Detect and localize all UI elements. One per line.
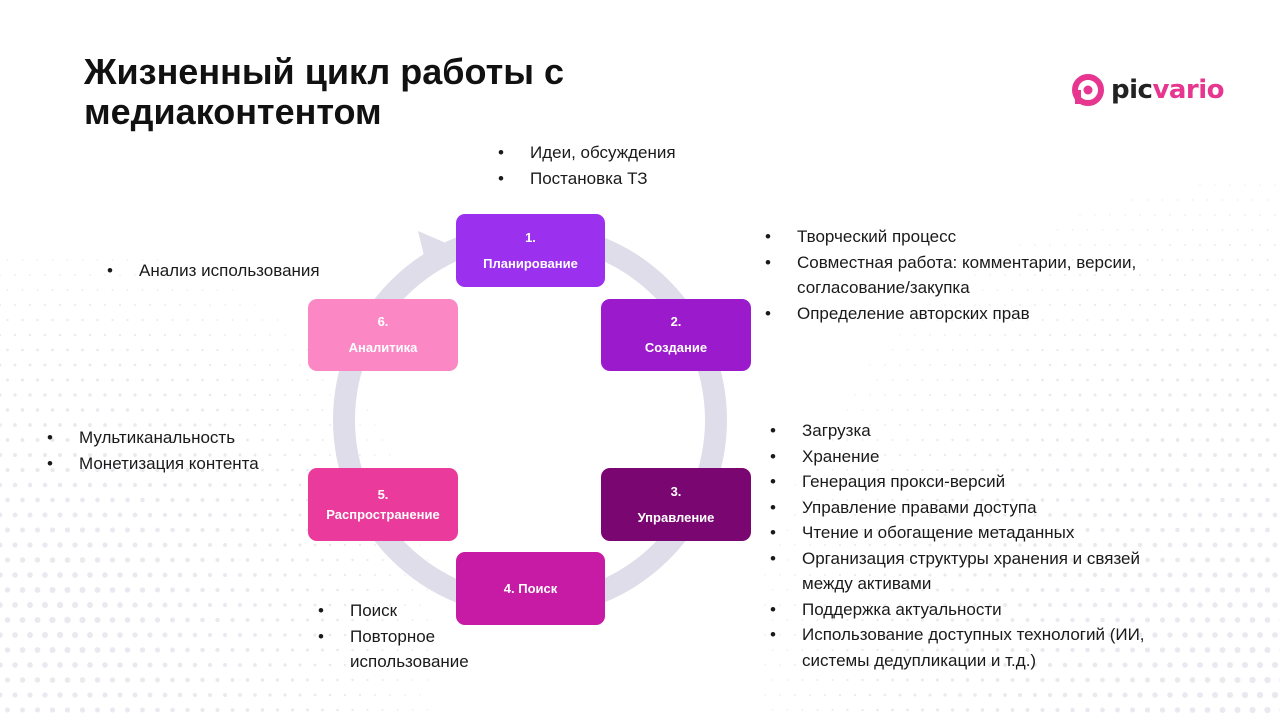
logo-text-vario: vario [1152,75,1225,105]
stage-6-number: 6. [377,314,389,329]
stage-3-notes: Загрузка Хранение Генерация прокси-верси… [770,418,1170,673]
cycle-arrowhead-icon [418,231,453,272]
stage-3-label: Управление [637,509,715,525]
list-item: Постановка ТЗ [498,166,676,192]
list-item: Поддержка актуальности [770,597,1170,623]
stage-5-distribution: 5. Распространение [308,468,458,541]
stage-6-notes: Анализ использования [107,258,320,284]
logo-text-pic: pic [1111,75,1153,105]
list-item: Генерация прокси-версий [770,469,1170,495]
list-item: Мультиканальность [47,425,259,451]
list-item: Определение авторских прав [765,301,1145,327]
logo-mark-icon [1072,74,1104,106]
list-item: Совместная работа: комментарии, версии, … [765,250,1145,301]
stage-1-planning: 1. Планирование [456,214,605,287]
stage-2-label: Создание [644,340,708,355]
list-item: Поиск [318,598,518,624]
slide-title: Жизненный цикл работы с медиаконтентом [84,51,565,132]
logo-text: picvario [1111,75,1225,105]
list-item: Организация структуры хранения и связей … [770,546,1170,597]
list-item: Анализ использования [107,258,320,284]
stage-1-number: 1. [525,229,536,245]
stage-2-notes: Творческий процесс Совместная работа: ко… [765,224,1145,326]
stage-4-notes: Поиск Повторное использование [318,598,518,675]
list-item: Творческий процесс [765,224,1145,250]
list-item: Управление правами доступа [770,495,1170,521]
cycle-ring-circle [333,223,727,617]
list-item: Хранение [770,444,1170,470]
picvario-logo: picvario [1070,70,1225,110]
stage-1-label: Планирование [483,255,578,271]
list-item: Монетизация контента [47,451,259,477]
list-item: Идеи, обсуждения [498,140,676,166]
stage-5-label: Распространение [326,506,440,522]
stage-4-label: 4. Поиск [503,580,558,596]
stage-4-search: 4. Поиск [456,552,605,625]
stage-5-notes: Мультиканальность Монетизация контента [47,425,259,476]
stage-3-number: 3. [670,483,682,499]
stage-2-creation: 2. Создание [601,299,751,371]
list-item: Повторное использование [318,624,518,675]
list-item: Использование доступных технологий (ИИ, … [770,622,1170,673]
stage-1-notes: Идеи, обсуждения Постановка ТЗ [498,140,676,191]
stage-2-number: 2. [670,314,682,329]
stage-5-number: 5. [377,486,389,502]
stage-6-analytics: 6. Аналитика [308,299,458,371]
list-item: Чтение и обогащение метаданных [770,520,1170,546]
list-item: Загрузка [770,418,1170,444]
stage-6-label: Аналитика [348,340,418,355]
stage-3-management: 3. Управление [601,468,751,541]
